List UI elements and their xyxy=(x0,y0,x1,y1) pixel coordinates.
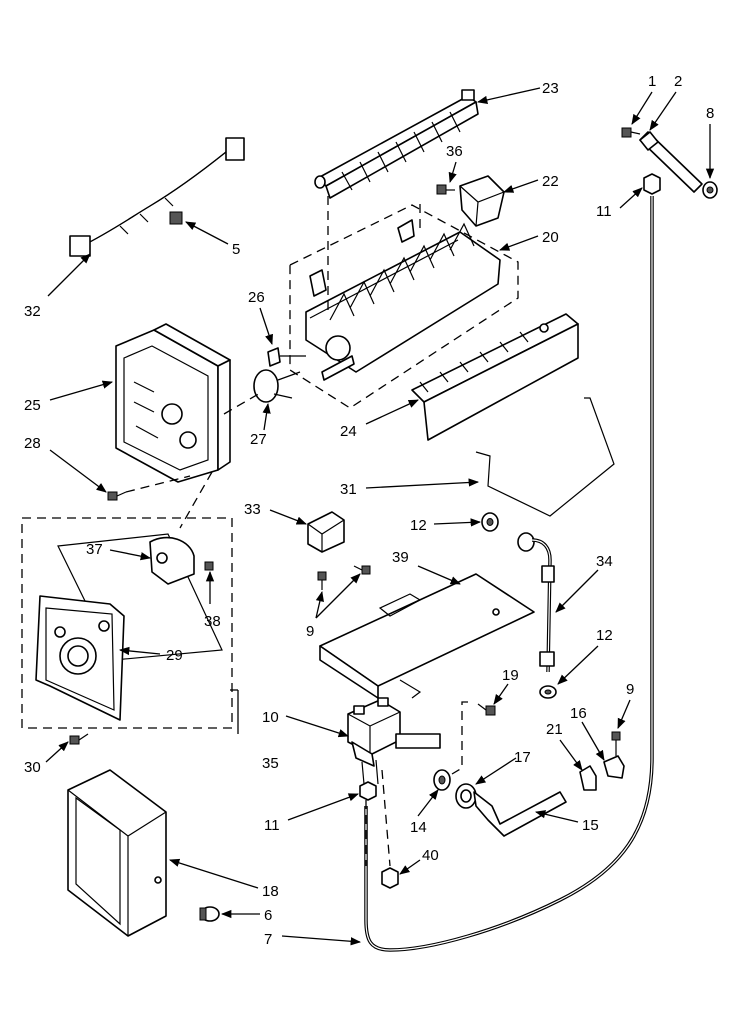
part-33-bracket xyxy=(307,511,345,553)
part-11-nut-lower xyxy=(359,781,377,801)
part-6-plug xyxy=(199,906,220,922)
callout-9-right: 9 xyxy=(626,681,634,698)
part-7-water-tube xyxy=(364,196,654,952)
part-34-inlet-tube xyxy=(517,532,555,673)
callout-29: 29 xyxy=(166,647,183,664)
part-22-fill-cup xyxy=(459,175,505,227)
callout-38: 38 xyxy=(204,613,221,630)
part-12-washer-upper xyxy=(481,512,499,532)
part-9-screw-right xyxy=(611,731,621,756)
callout-34: 34 xyxy=(596,553,613,570)
part-36-screw xyxy=(436,184,455,195)
part-39-shield xyxy=(319,573,535,699)
part-21-sleeve xyxy=(579,765,597,791)
callout-labels: 1 2 8 11 23 36 22 20 5 32 26 25 27 28 24… xyxy=(24,73,714,948)
part-26-clip xyxy=(267,347,306,367)
callout-15: 15 xyxy=(582,817,599,834)
callout-11-upper: 11 xyxy=(596,203,612,220)
callout-26: 26 xyxy=(248,289,265,306)
callout-23: 23 xyxy=(542,80,559,97)
leader-lines xyxy=(45,87,715,946)
callout-14: 14 xyxy=(410,819,427,836)
part-8-nut xyxy=(702,181,718,199)
part-18-cover xyxy=(67,769,167,937)
part-40-nut xyxy=(381,867,399,889)
callout-6: 6 xyxy=(264,907,272,924)
callout-35: 35 xyxy=(262,755,279,772)
callout-2: 2 xyxy=(674,73,682,90)
callout-12-upper: 12 xyxy=(410,517,427,534)
callout-11-lower: 11 xyxy=(264,817,280,834)
part-24-stripper xyxy=(411,313,579,441)
part-17-grommet xyxy=(455,783,477,809)
callout-12-lower: 12 xyxy=(596,627,613,644)
part-25-control-housing xyxy=(115,323,231,483)
callout-39: 39 xyxy=(392,549,409,566)
part-27-thermostat xyxy=(253,369,301,403)
part-15-fill-tube xyxy=(473,791,567,837)
callout-20: 20 xyxy=(542,229,559,246)
part-19-screw xyxy=(451,701,496,775)
callout-16: 16 xyxy=(570,705,587,722)
part-23-ejector-rail xyxy=(314,89,479,199)
callout-27: 27 xyxy=(250,431,267,448)
callout-24: 24 xyxy=(340,423,357,440)
part-20-ice-mold xyxy=(289,204,519,409)
callout-8: 8 xyxy=(706,105,714,122)
callout-10: 10 xyxy=(262,709,279,726)
part-32-wire-harness xyxy=(69,137,245,257)
callout-31: 31 xyxy=(340,481,357,498)
callout-7: 7 xyxy=(264,931,272,948)
part-5-clip xyxy=(169,211,183,225)
part-1-screw xyxy=(621,127,641,138)
callout-30: 30 xyxy=(24,759,41,776)
callout-32: 32 xyxy=(24,303,41,320)
part-16-clamp xyxy=(603,755,625,779)
alignment-lines xyxy=(179,196,421,867)
part-14-washer xyxy=(433,769,451,791)
callout-5: 5 xyxy=(232,241,240,258)
part-35-module-assembly xyxy=(21,517,233,729)
part-9-screw-left xyxy=(317,565,371,590)
callout-33: 33 xyxy=(244,501,261,518)
callout-19: 19 xyxy=(502,667,519,684)
callout-36: 36 xyxy=(446,143,463,160)
part-11-nut-upper xyxy=(643,173,661,195)
part-30-screw xyxy=(69,733,89,745)
callout-9-left: 9 xyxy=(306,623,314,640)
callout-18: 18 xyxy=(262,883,279,900)
callout-28: 28 xyxy=(24,435,41,452)
callout-40: 40 xyxy=(422,847,439,864)
callout-22: 22 xyxy=(542,173,559,190)
callout-37: 37 xyxy=(86,541,103,558)
part-31-shutoff-arm xyxy=(475,397,615,517)
callout-1: 1 xyxy=(648,73,656,90)
callout-17: 17 xyxy=(514,749,531,766)
callout-25: 25 xyxy=(24,397,41,414)
part-12-washer-lower xyxy=(539,685,557,699)
part-2-water-line xyxy=(639,131,703,193)
part-10-water-valve xyxy=(347,697,441,785)
part-28-screw xyxy=(107,475,191,501)
callout-21: 21 xyxy=(546,721,563,738)
